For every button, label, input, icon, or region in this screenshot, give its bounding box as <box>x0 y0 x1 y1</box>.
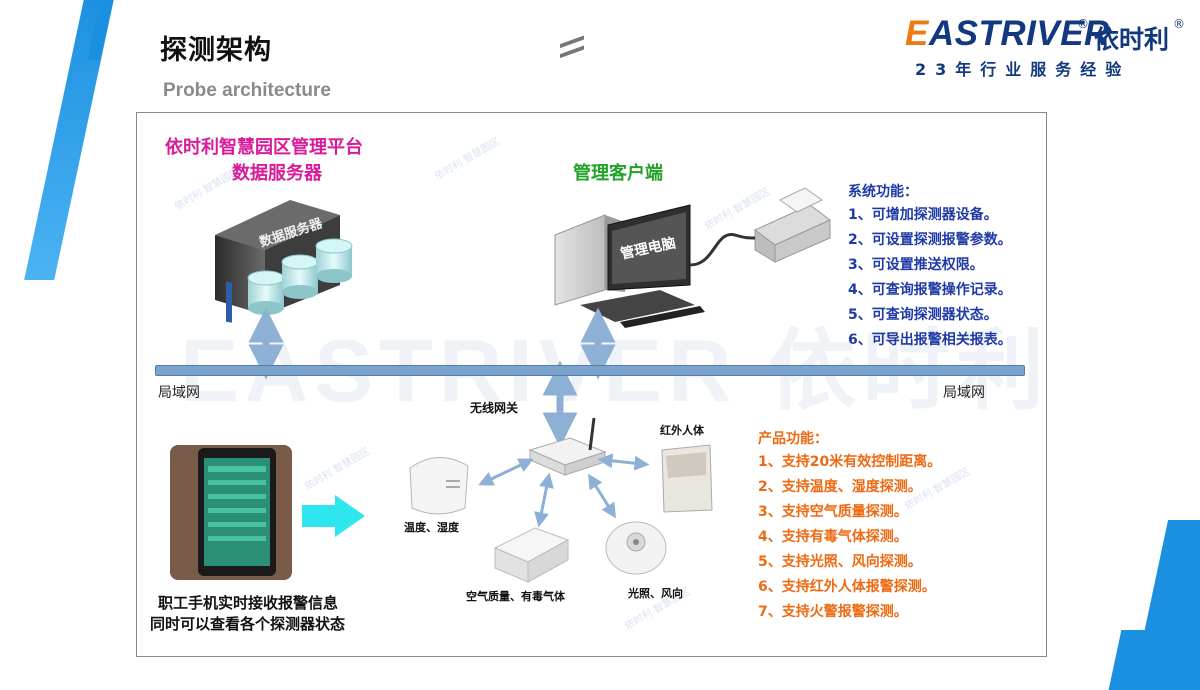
mobile-phone-photo <box>170 445 292 580</box>
product-function-item: 4、支持有毒气体探测。 <box>758 529 908 545</box>
sensor-label-air-quality: 空气质量、有毒气体 <box>466 590 565 603</box>
printer-icon <box>689 187 831 267</box>
product-functions-list: 1、支持20米有效控制距离。 2、支持温度、湿度探测。 3、支持空气质量探测。 … <box>758 450 941 625</box>
system-function-item: 4、可查询报警操作记录。 <box>848 282 1012 298</box>
wireless-gateway-icon <box>528 417 607 476</box>
platform-title: 依时利智慧园区管理平台 <box>165 137 363 158</box>
lan-label-right: 局域网 <box>943 385 985 401</box>
page-title: 探测架构 <box>160 35 272 66</box>
phone-caption-line1: 职工手机实时接收报警信息 <box>158 594 339 612</box>
product-function-item: 5、支持光照、风向探测。 <box>758 554 922 570</box>
system-functions-heading: 系统功能： <box>848 184 918 200</box>
system-function-item: 5、可查询探测器状态。 <box>848 307 998 323</box>
product-function-item: 6、支持红外人体报警探测。 <box>758 579 936 595</box>
sensor-label-infrared: 红外人体 <box>660 424 704 437</box>
sensor-label-temp-humidity: 温度、湿度 <box>404 521 459 534</box>
light-wind-sensor-icon <box>605 521 667 575</box>
product-functions-heading: 产品功能： <box>758 431 828 447</box>
cyan-arrow-icon <box>302 495 365 537</box>
eastriver-logo: EASTRIVER ® 依时利 ® 23年行业服务经验 <box>905 14 1190 80</box>
product-function-item: 7、支持火警报警探测。 <box>758 604 908 620</box>
temperature-humidity-sensor-icon <box>409 457 469 515</box>
gateway-label: 无线网关 <box>470 401 519 415</box>
system-function-item: 6、可导出报警相关报表。 <box>848 332 1012 348</box>
air-quality-sensor-icon <box>493 527 570 583</box>
product-function-item: 1、支持20米有效控制距离。 <box>758 454 942 470</box>
logo-brand: EASTRIVER <box>905 14 1110 53</box>
infrared-sensor-icon <box>661 444 713 513</box>
server-title: 数据服务器 <box>232 163 322 184</box>
system-function-item: 2、可设置探测报警参数。 <box>848 232 1012 248</box>
system-function-item: 1、可增加探测器设备。 <box>848 207 998 223</box>
sensor-label-light-wind: 光照、风向 <box>628 587 683 600</box>
logo-tagline: 23年行业服务经验 <box>915 60 1131 79</box>
diagram-artwork <box>170 35 831 583</box>
management-pc-icon <box>554 35 705 328</box>
registered-mark: ® <box>1077 17 1089 31</box>
product-function-item: 2、支持温度、湿度探测。 <box>758 479 922 495</box>
system-function-item: 3、可设置推送权限。 <box>848 257 984 273</box>
product-function-item: 3、支持空气质量探测。 <box>758 504 908 520</box>
client-title: 管理客户端 <box>573 163 663 184</box>
registered-mark-cn: ® <box>1173 17 1185 31</box>
data-server-icon <box>215 200 353 323</box>
lan-bus <box>155 365 1025 376</box>
phone-caption-line2: 同时可以查看各个探测器状态 <box>150 615 346 633</box>
lan-label-left: 局域网 <box>158 385 200 401</box>
page-subtitle: Probe architecture <box>163 80 331 101</box>
system-functions-list: 1、可增加探测器设备。 2、可设置探测报警参数。 3、可设置推送权限。 4、可查… <box>848 203 1012 353</box>
logo-cn-name: 依时利 <box>1094 25 1170 54</box>
